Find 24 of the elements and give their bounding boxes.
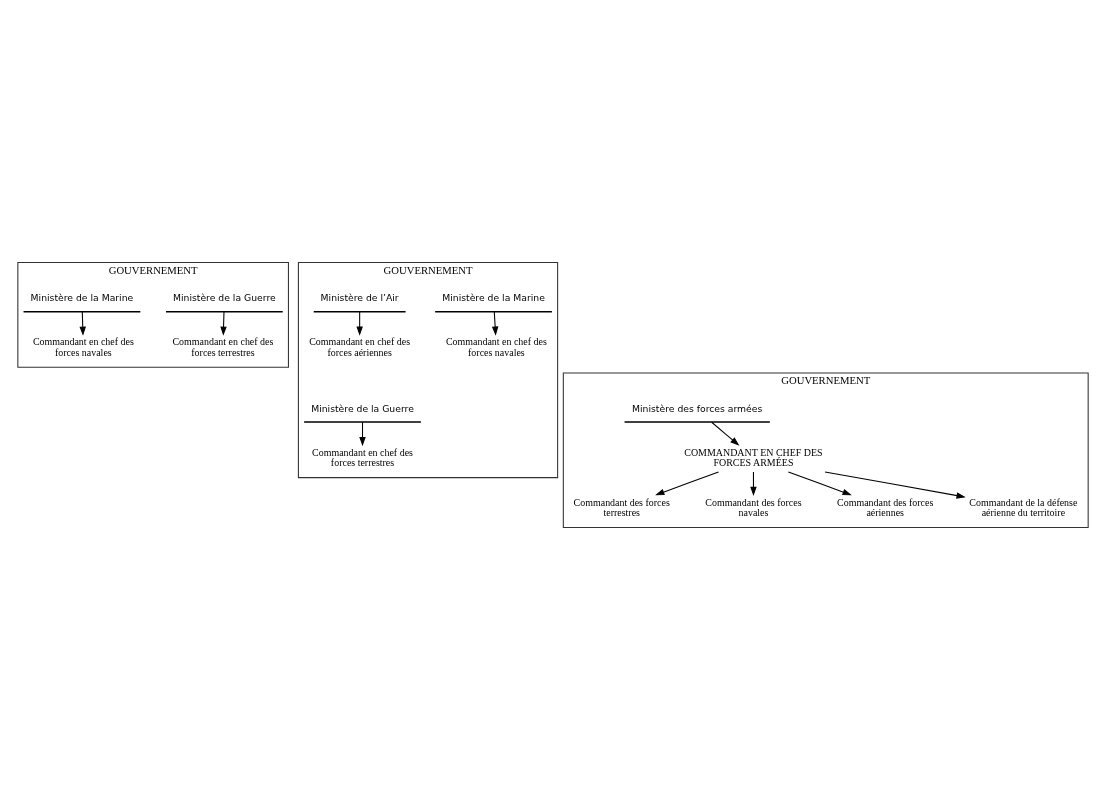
node-text: Commandant des forces terrestres (573, 496, 670, 519)
node-text: Ministère de la Marine (30, 292, 134, 304)
arrow (750, 471, 757, 497)
node-text: Commandant en chef des forces terrestres (172, 336, 274, 358)
node-text: Ministère de la Marine (442, 292, 545, 304)
node-text: Commandant des forces aériennes (837, 496, 934, 519)
arrow (824, 471, 966, 499)
arrow (711, 421, 740, 446)
arrow (491, 311, 499, 336)
node-text: Commandant en chef des forces terrestres (312, 446, 413, 469)
node-text: Commandant en chef des forces navales (32, 336, 134, 358)
node-text: Ministère de la Guerre (173, 292, 276, 304)
arrow (359, 421, 366, 447)
arrow (655, 471, 720, 496)
node-text: Commandant des forces navales (705, 496, 802, 519)
node-text: Ministère de l’Air (320, 292, 399, 304)
arrow (787, 471, 852, 496)
node-text: COMMANDANT EN CHEF DES FORCES ARMÉES (684, 446, 823, 469)
node-text: Ministère des forces armées (632, 402, 763, 414)
node-text: Commandant de la défense aérienne du territoire (969, 496, 1078, 519)
node-text: Commandant en chef des forces aériennes (309, 336, 411, 358)
arrow (220, 311, 227, 336)
node-text: Ministère de la Guerre (311, 402, 414, 414)
node-text: Commandant en chef des forces navales (445, 336, 547, 358)
